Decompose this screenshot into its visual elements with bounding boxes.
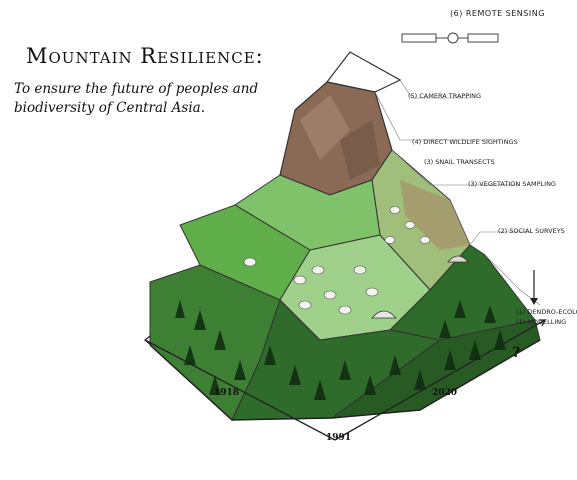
satellite-icon (401, 32, 499, 44)
dendro-ecology-label: (1) Dendro-ecology (516, 308, 577, 316)
vegetation-sampling-label: (3) Vegetation sampling (468, 180, 556, 188)
subtitle: To ensure the future of peoples and biod… (14, 80, 274, 118)
label-leaders (374, 79, 541, 306)
subtitle-line-1: To ensure the future of peoples and (14, 81, 259, 97)
camera-trapping-label: (5) Camera trapping (408, 92, 482, 100)
year-right: 2020 (432, 388, 458, 398)
forest-trees (175, 300, 506, 400)
modelling-label: (1) Modelling (516, 318, 567, 326)
yurt-icons (371, 255, 469, 319)
wildlife-sightings-label: (4) Direct wildlife sightings (412, 138, 518, 146)
year-left: 1918 (214, 388, 240, 398)
snail-transects-label: (3) Snail transects (424, 158, 495, 166)
timeline-arrows (143, 319, 547, 441)
page-title: Mountain Resilience: (26, 44, 264, 68)
social-surveys-label: (2) Social surveys (498, 227, 565, 235)
question-mark: ? (512, 345, 521, 361)
sheep-flock (243, 206, 431, 315)
subtitle-line-2: biodiversity of Central Asia. (14, 100, 206, 116)
mountain-base-outline (149, 339, 541, 421)
remote-sensing-label: (6) Remote Sensing (450, 9, 545, 18)
year-center: 1991 (326, 433, 352, 443)
